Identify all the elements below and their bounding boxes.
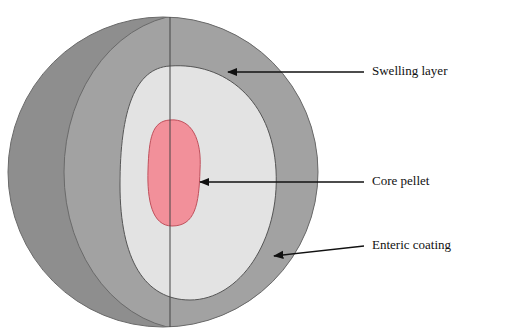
leader-arrow (200, 181, 364, 182)
part-label: Core pellet (372, 173, 429, 189)
core-pellet-shape (148, 120, 200, 226)
outer-outline (8, 17, 318, 327)
part-label: Swelling layer (372, 63, 447, 79)
part-label: Enteric coating (372, 237, 451, 253)
leader-arrow (228, 71, 364, 72)
coating-face (64, 14, 320, 330)
section-line (170, 17, 171, 327)
leader-arrow (274, 246, 364, 256)
swelling-layer-shape (120, 66, 276, 300)
